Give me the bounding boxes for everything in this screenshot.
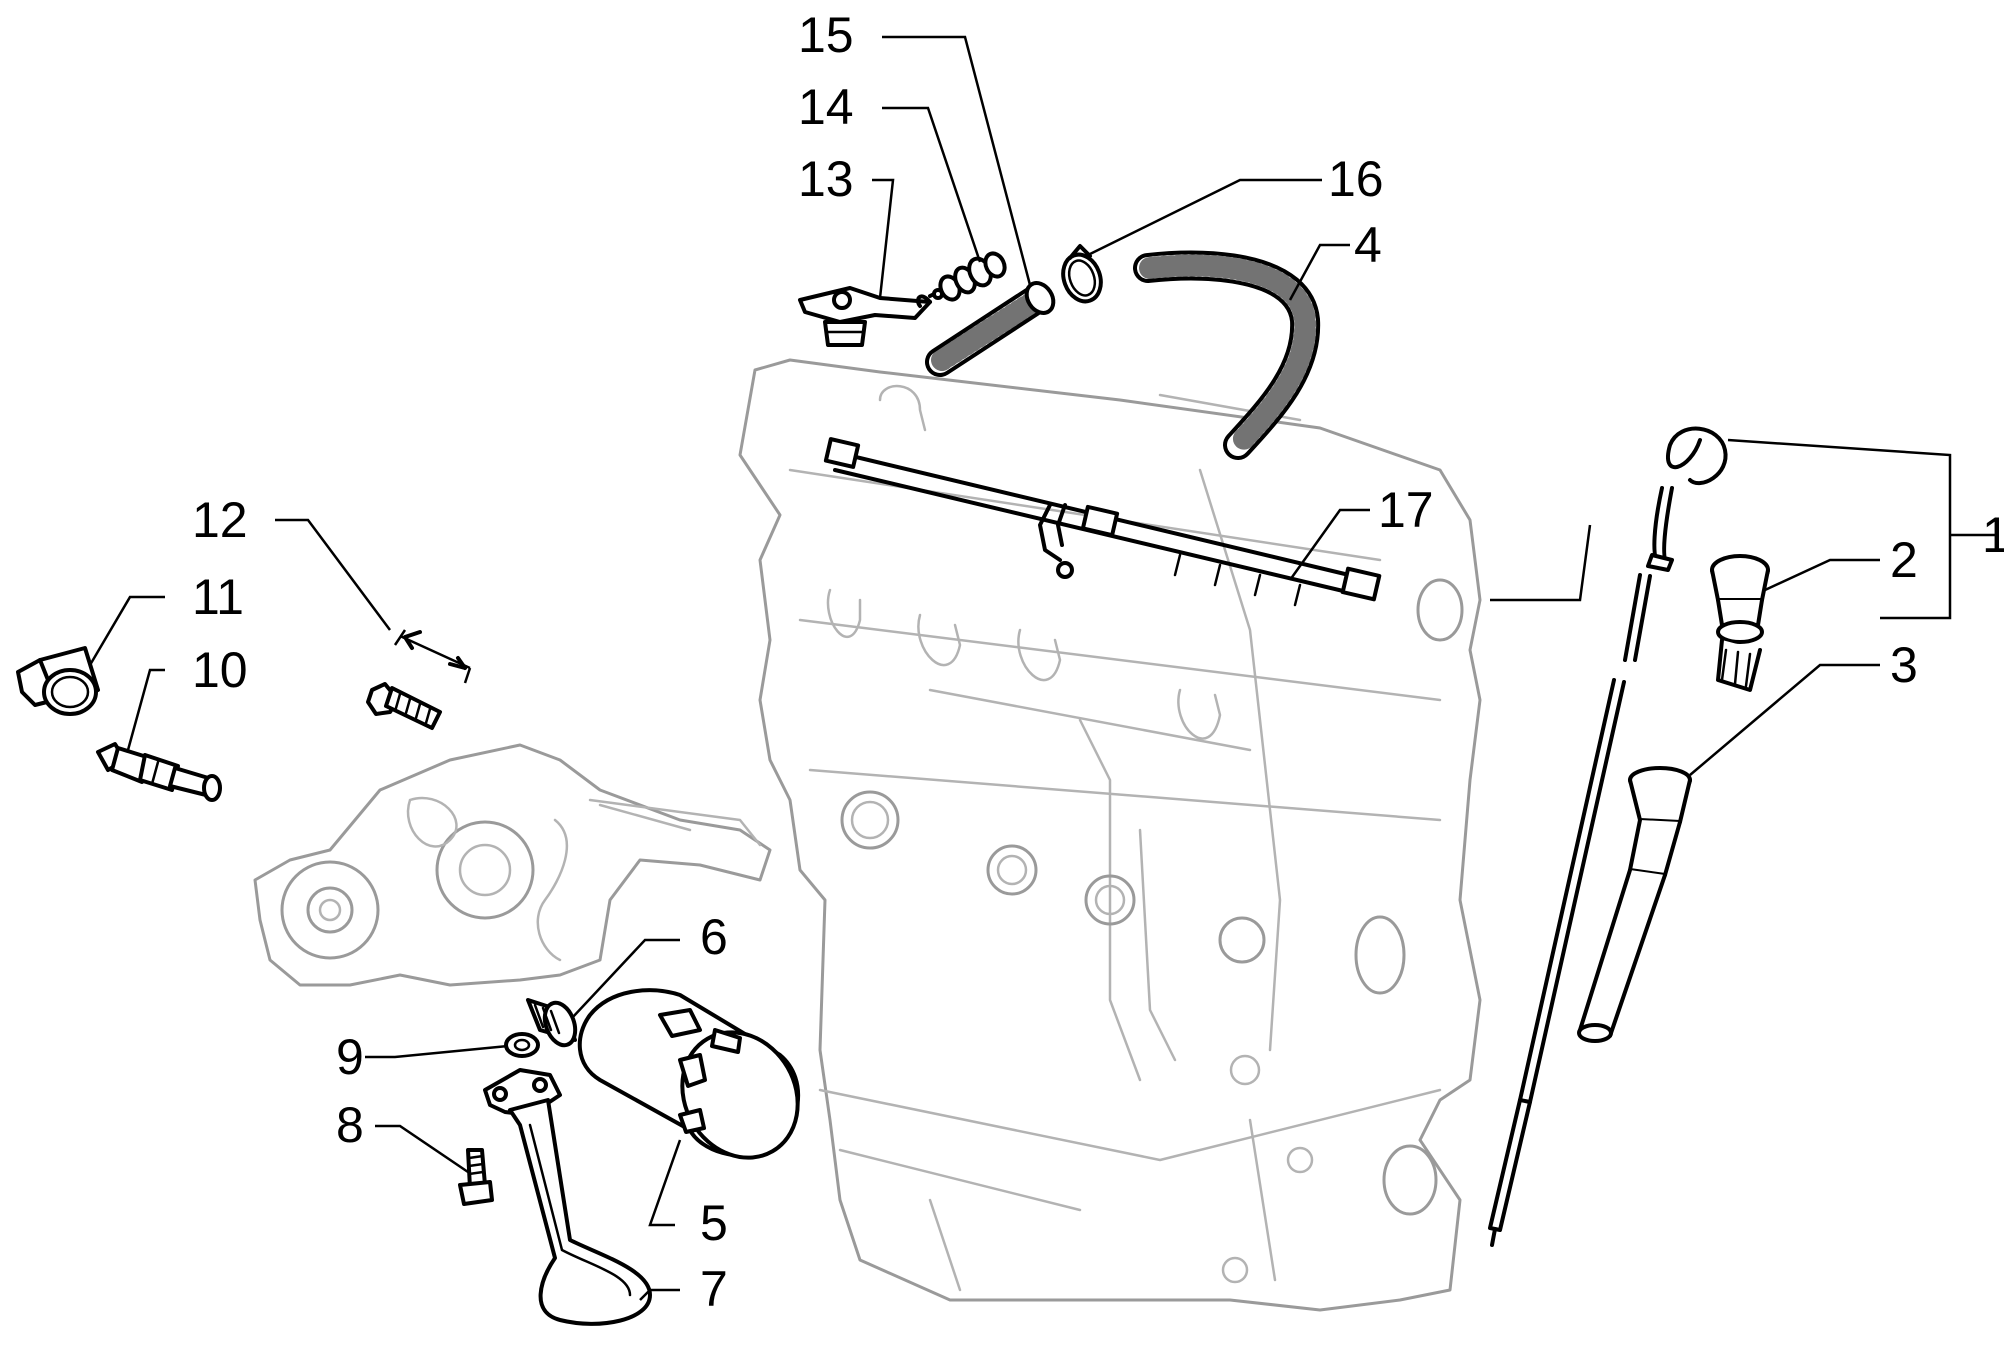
part-4-curved-hose <box>1133 250 1321 460</box>
callout-1: 1 <box>1982 507 2004 563</box>
part-8-screw <box>458 1148 494 1206</box>
part-15-short-hose <box>925 281 1056 377</box>
part-17-fuel-rail <box>823 437 1382 607</box>
part-2-plug <box>1710 554 1770 692</box>
engine-block-outline <box>738 358 1482 1312</box>
callout-5: 5 <box>700 1195 728 1251</box>
part-11-sender <box>16 646 100 716</box>
callout-7: 7 <box>700 1261 728 1317</box>
part-9-washer <box>504 1032 540 1058</box>
callout-10: 10 <box>192 642 248 698</box>
part-14-bolt-washers <box>928 251 1007 302</box>
part-dipstick <box>1488 426 1728 1247</box>
part-13-clip <box>798 286 932 347</box>
part-16-hose-clamp <box>1061 244 1103 304</box>
part-10-sensor <box>96 742 222 802</box>
callout-4: 4 <box>1354 217 1382 273</box>
part-7-bracket <box>483 1068 652 1326</box>
callout-2: 2 <box>1890 532 1918 588</box>
callout-14: 14 <box>798 79 854 135</box>
part-5-oil-filter <box>577 988 801 1160</box>
callout-11: 11 <box>192 569 244 625</box>
callout-15: 15 <box>798 7 854 63</box>
part-12-stud <box>366 629 472 730</box>
callout-17: 17 <box>1378 482 1434 538</box>
leader-lines <box>88 35 1995 1301</box>
callout-13: 13 <box>798 151 854 207</box>
callout-8: 8 <box>336 1097 364 1153</box>
callout-3: 3 <box>1890 637 1918 693</box>
callout-9: 9 <box>336 1029 364 1085</box>
callout-6: 6 <box>700 909 728 965</box>
callout-16: 16 <box>1328 151 1384 207</box>
part-6-nipple <box>526 998 578 1048</box>
pump-housing-outline <box>253 743 772 987</box>
part-3-dipstick-tube <box>1577 766 1692 1043</box>
callout-12: 12 <box>192 492 248 548</box>
